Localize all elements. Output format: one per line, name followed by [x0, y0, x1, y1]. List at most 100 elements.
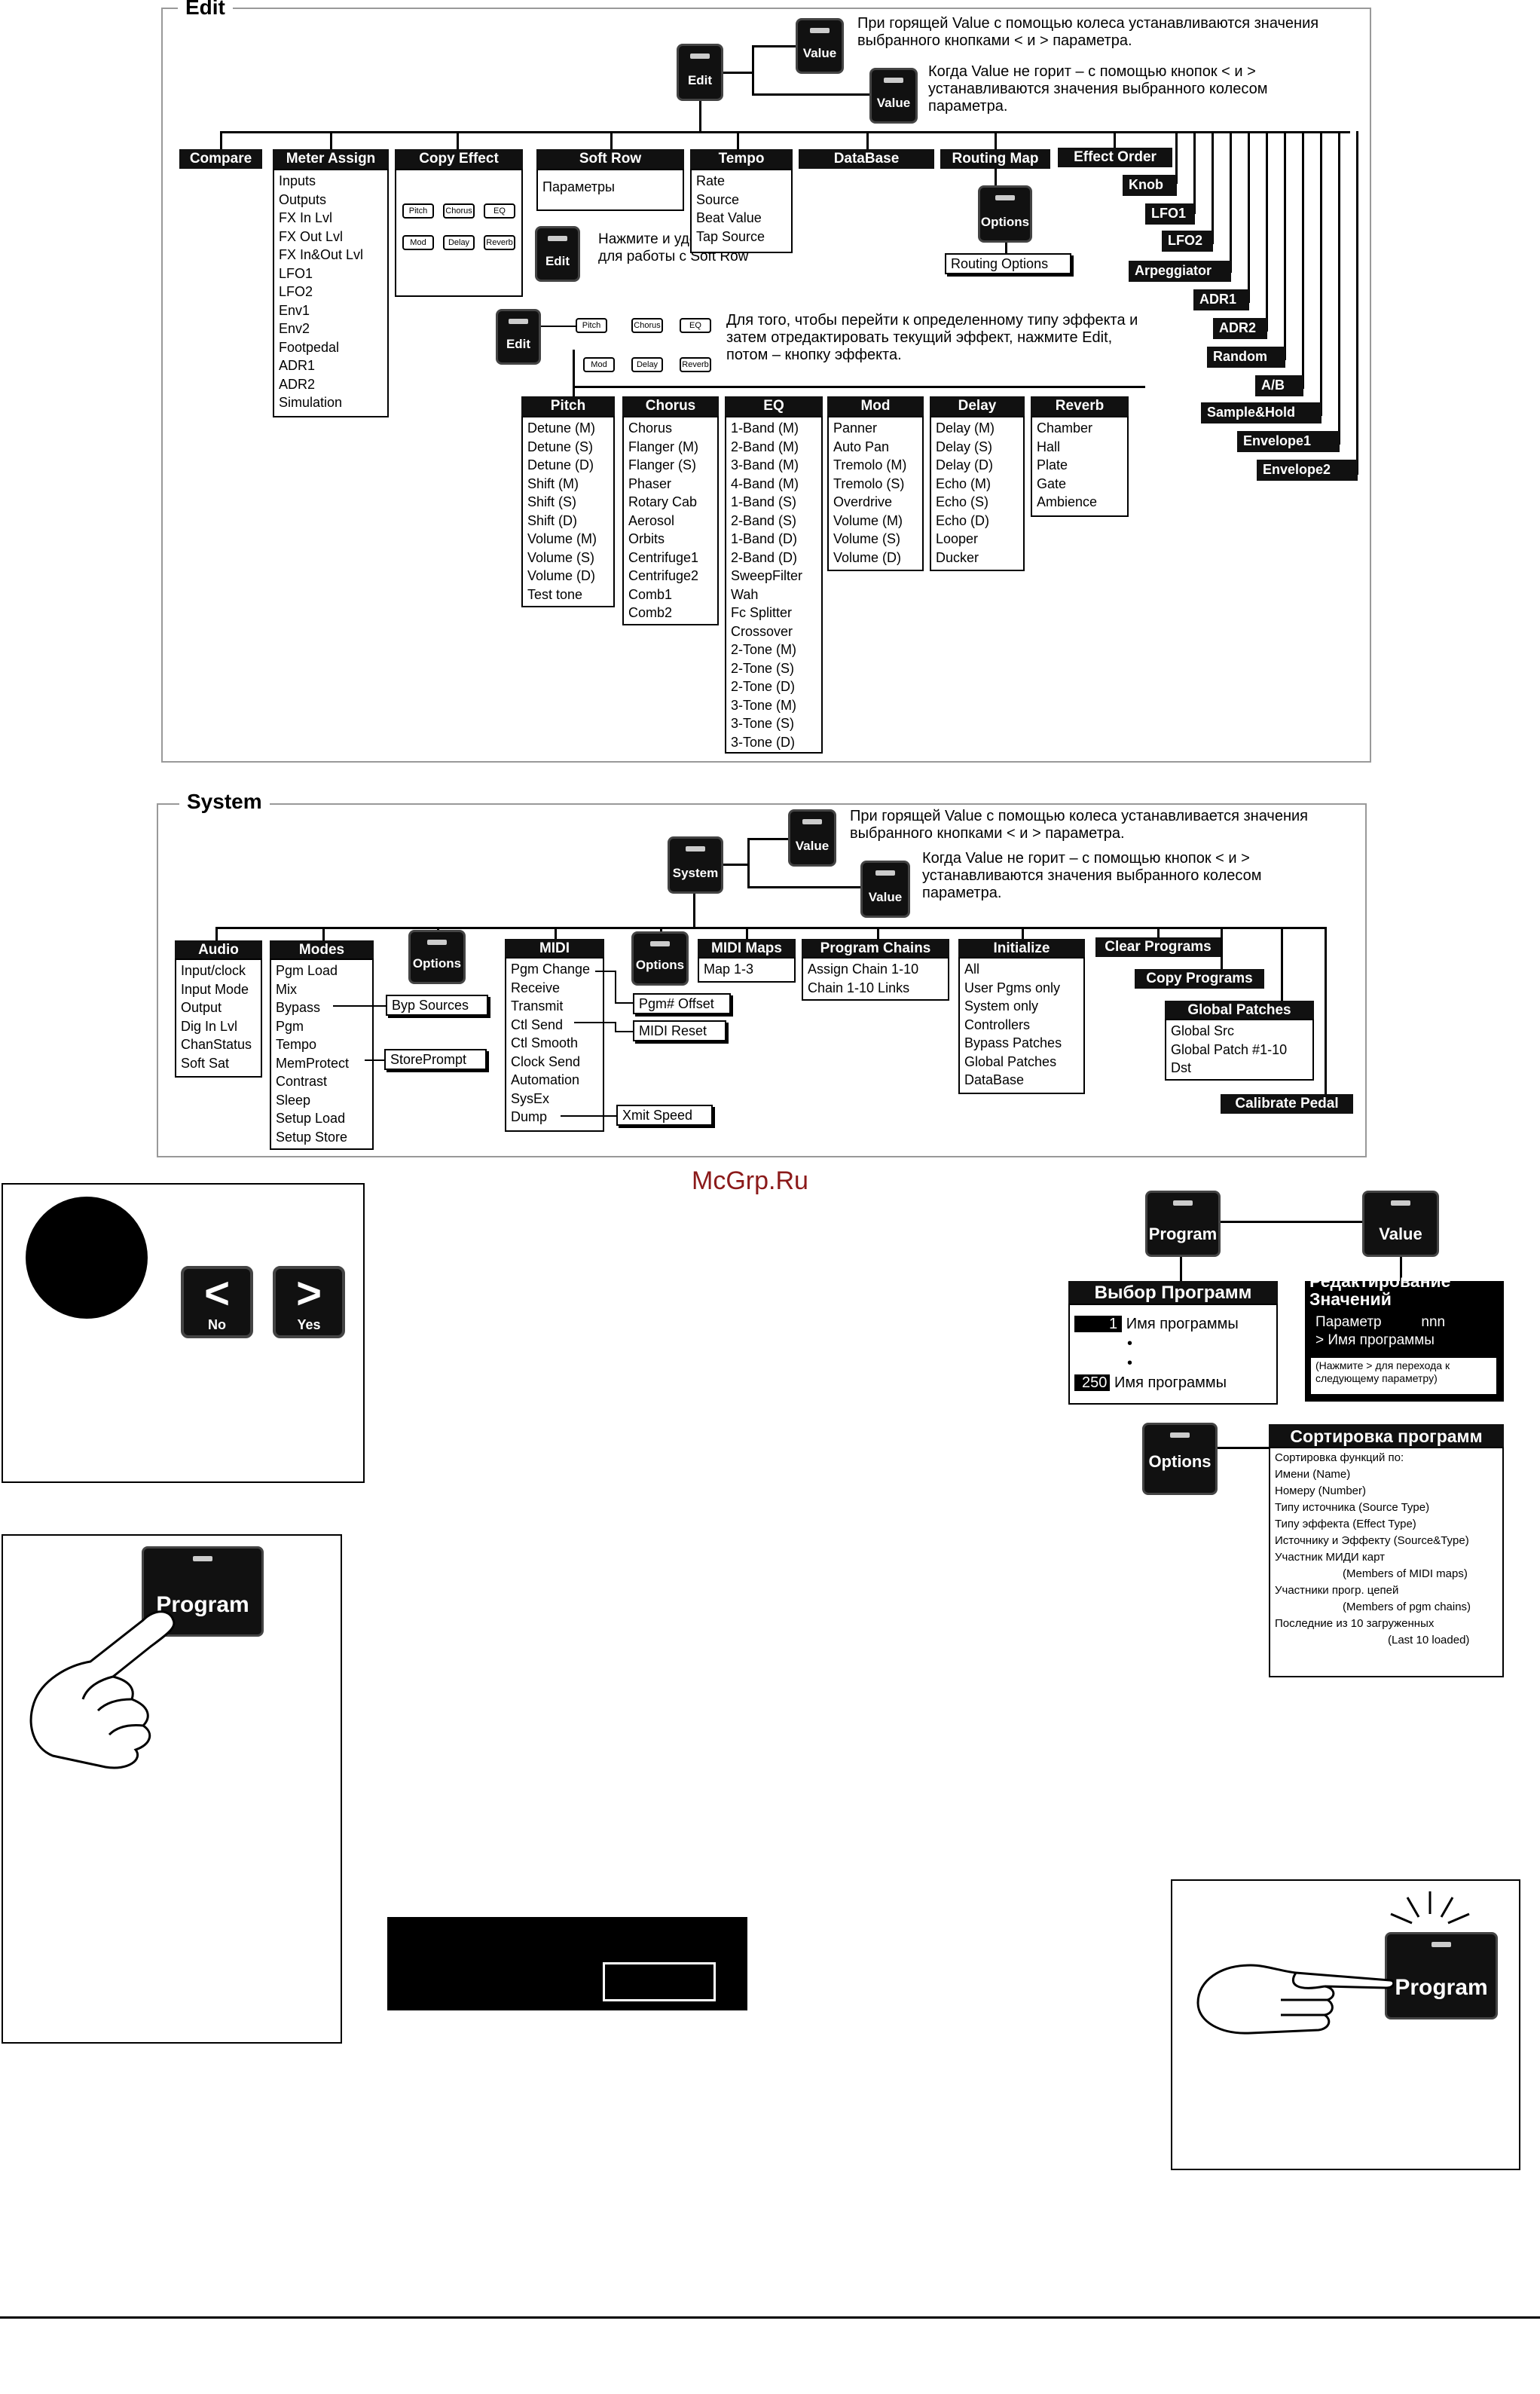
calibrate-pedal[interactable]: Calibrate Pedal — [1221, 1094, 1353, 1114]
fx-delay-header[interactable]: Delay — [930, 396, 1025, 416]
fx-chorus-header[interactable]: Chorus — [622, 396, 719, 416]
byp-sources[interactable]: Byp Sources — [386, 995, 488, 1016]
system-initialize-header[interactable]: Initialize — [958, 939, 1085, 959]
system-midi-header[interactable]: MIDI — [505, 939, 604, 959]
value-key-on[interactable]: Value — [796, 18, 844, 74]
effect-order-lfo1[interactable]: LFO1 — [1145, 203, 1195, 225]
fx-mod-button[interactable]: Mod — [583, 357, 615, 372]
system-key[interactable]: System — [668, 836, 723, 894]
program-value-key[interactable]: Value — [1362, 1191, 1439, 1257]
fx-pitch-button[interactable]: Pitch — [576, 318, 607, 333]
store-prompt[interactable]: StorePrompt — [384, 1049, 487, 1070]
routing-options-key[interactable]: Options — [978, 185, 1032, 243]
program-first-name[interactable]: Имя программы — [1126, 1316, 1239, 1332]
connector — [595, 971, 616, 972]
system-options-key-2[interactable]: Options — [631, 931, 689, 986]
system-note-value-off: Когда Value не горит – с помощью кнопок … — [922, 850, 1262, 901]
fx-pitch-header[interactable]: Pitch — [521, 396, 615, 416]
pgm-offset[interactable]: Pgm# Offset — [633, 993, 731, 1014]
list-dot: • — [1127, 1335, 1133, 1352]
connector — [747, 838, 788, 840]
menu-soft-row[interactable]: Soft Row — [536, 149, 684, 169]
program-key[interactable]: Program — [1145, 1191, 1221, 1257]
connector — [1175, 131, 1178, 184]
menu-copy-effect[interactable]: Copy Effect — [395, 149, 523, 169]
right-yes-button[interactable]: > Yes — [273, 1266, 345, 1338]
effect-order-envelope1[interactable]: Envelope1 — [1237, 431, 1340, 452]
system-options-key-1[interactable]: Options — [408, 930, 466, 984]
menu-effect-order[interactable]: Effect Order — [1058, 148, 1172, 167]
fx-reverb-button[interactable]: Reverb — [680, 357, 711, 372]
edit-hold-key[interactable]: Edit — [535, 226, 580, 282]
copy-mod-button[interactable]: Mod — [402, 235, 434, 250]
effect-order-adr1[interactable]: ADR1 — [1193, 289, 1249, 310]
connector — [615, 1002, 633, 1004]
program-last-name[interactable]: Имя программы — [1114, 1374, 1227, 1391]
fx-eq-button[interactable]: EQ — [680, 318, 711, 333]
connector — [1325, 927, 1327, 1094]
edit-key[interactable]: Edit — [677, 44, 723, 101]
connector — [330, 131, 332, 149]
system-global-patches-header[interactable]: Global Patches — [1165, 1001, 1314, 1020]
connector — [1212, 131, 1214, 244]
bottom-rule — [0, 2316, 1540, 2319]
fx-eq-header[interactable]: EQ — [725, 396, 823, 416]
xmit-speed[interactable]: Xmit Speed — [616, 1105, 713, 1126]
fx-mod-header[interactable]: Mod — [827, 396, 924, 416]
connector — [541, 326, 576, 327]
clear-programs[interactable]: Clear Programs — [1095, 937, 1221, 957]
program-key-lit[interactable]: Program — [1385, 1932, 1498, 2019]
program-last-number: 250 — [1074, 1374, 1111, 1391]
menu-routing-map[interactable]: Routing Map — [940, 149, 1050, 169]
effect-order-lfo2[interactable]: LFO2 — [1162, 231, 1213, 252]
connector — [1338, 131, 1340, 445]
menu-meter-assign[interactable]: Meter Assign — [273, 149, 389, 169]
edit-values-line2: > Имя программы — [1315, 1332, 1435, 1348]
system-midi-maps-header[interactable]: MIDI Maps — [698, 939, 796, 959]
edit-values-header: Редактирование Значений — [1309, 1271, 1451, 1309]
copy-pitch-button[interactable]: Pitch — [402, 203, 434, 219]
routing-options-label[interactable]: Routing Options — [945, 253, 1071, 274]
value-wheel-icon[interactable] — [26, 1197, 148, 1319]
fx-edit-key[interactable]: Edit — [496, 309, 541, 365]
value-key-off[interactable]: Value — [869, 68, 918, 124]
connector — [723, 864, 749, 866]
system-modes-header[interactable]: Modes — [270, 940, 374, 960]
program-options-key[interactable]: Options — [1142, 1423, 1218, 1495]
pointing-hand-icon — [29, 1610, 176, 1769]
copy-delay-button[interactable]: Delay — [443, 235, 475, 250]
effect-order-adr2[interactable]: ADR2 — [1213, 318, 1267, 339]
connector — [747, 838, 750, 888]
connector — [1400, 1257, 1402, 1281]
menu-tempo[interactable]: Tempo — [690, 149, 793, 169]
copy-eq-button[interactable]: EQ — [484, 203, 515, 219]
effect-order-knob[interactable]: Knob — [1123, 175, 1177, 196]
effect-order-envelope2[interactable]: Envelope2 — [1257, 460, 1358, 481]
edit-title: Edit — [178, 0, 233, 20]
fx-delay-button[interactable]: Delay — [631, 357, 663, 372]
connector — [1157, 927, 1160, 937]
fx-reverb-header[interactable]: Reverb — [1031, 396, 1129, 416]
effect-order-random[interactable]: Random — [1207, 347, 1285, 368]
system-program-chains-header[interactable]: Program Chains — [802, 939, 949, 959]
midi-reset[interactable]: MIDI Reset — [633, 1020, 726, 1041]
system-audio-header[interactable]: Audio — [175, 940, 262, 960]
effect-order-arpeggiator[interactable]: Arpeggiator — [1129, 261, 1231, 282]
effect-order-ab[interactable]: A/B — [1255, 375, 1303, 396]
connector — [747, 886, 860, 888]
system-value-key-off[interactable]: Value — [860, 861, 910, 918]
copy-programs[interactable]: Copy Programs — [1135, 969, 1264, 989]
system-value-key-on[interactable]: Value — [788, 809, 836, 867]
effect-order-sample-hold[interactable]: Sample&Hold — [1201, 402, 1322, 423]
menu-database[interactable]: DataBase — [799, 149, 934, 169]
connector — [995, 131, 997, 149]
menu-compare[interactable]: Compare — [179, 149, 262, 169]
copy-reverb-button[interactable]: Reverb — [484, 235, 515, 250]
copy-chorus-button[interactable]: Chorus — [443, 203, 475, 219]
left-no-button[interactable]: < No — [181, 1266, 253, 1338]
connector — [1005, 243, 1007, 255]
fx-chorus-button[interactable]: Chorus — [631, 318, 663, 333]
